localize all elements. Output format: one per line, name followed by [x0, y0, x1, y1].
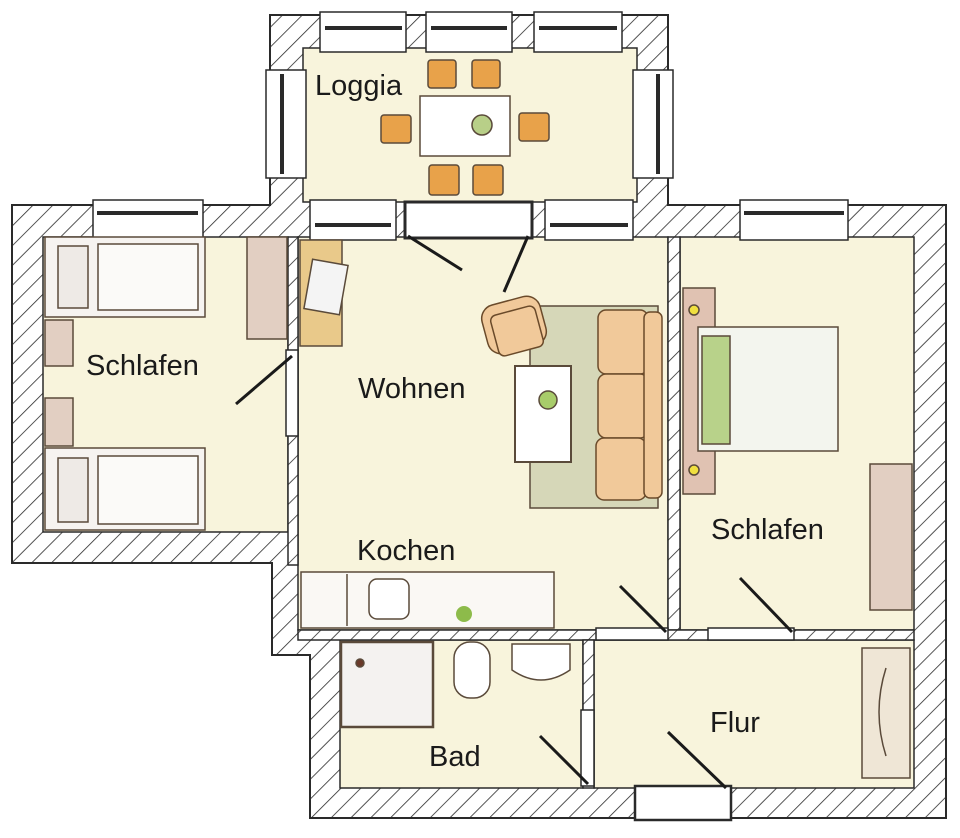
- flur-furniture: [861, 647, 911, 779]
- armchair: [480, 295, 548, 357]
- window-loggia-left: [265, 69, 307, 179]
- interior-walls: [285, 236, 915, 789]
- room-labels: Loggia Schlafen Wohnen Kochen Schlafen B…: [86, 70, 824, 773]
- label-schlafen-left: Schlafen: [86, 350, 199, 382]
- label-schlafen-right: Schlafen: [711, 514, 824, 546]
- wardrobe: [869, 463, 913, 611]
- schlafen-right-furniture: [682, 287, 913, 611]
- window-schlafen-right: [739, 199, 849, 241]
- window-loggia-top-1: [319, 11, 407, 53]
- nightstand: [44, 319, 74, 367]
- dining-table: [419, 95, 511, 157]
- label-wohnen: Wohnen: [358, 373, 466, 405]
- toilet: [453, 641, 491, 699]
- bath-fixtures: [339, 640, 571, 729]
- wardrobe: [246, 236, 288, 340]
- label-bad: Bad: [429, 741, 481, 773]
- window-schlafen-left: [92, 199, 204, 241]
- door-swings: [235, 234, 794, 790]
- nightstand: [44, 397, 74, 447]
- label-kochen: Kochen: [357, 535, 455, 567]
- loggia-dining-set: [380, 59, 550, 196]
- shower: [339, 640, 435, 729]
- windows: [92, 11, 849, 822]
- hallway-wardrobe: [861, 647, 911, 779]
- kitchen-counter: [300, 571, 555, 629]
- door-loggia: [403, 200, 534, 240]
- entry-door: [633, 784, 733, 822]
- sofa: [595, 309, 663, 501]
- schlafen-left-furniture: [44, 236, 288, 531]
- label-loggia: Loggia: [315, 70, 403, 102]
- coffee-table: [514, 365, 572, 463]
- label-flur: Flur: [710, 707, 760, 739]
- wohnen-furniture: [299, 239, 663, 509]
- washbasin: [511, 643, 571, 681]
- floor-flur: [593, 639, 915, 789]
- window-loggia-right: [632, 69, 674, 179]
- kitchen-sink: [368, 578, 410, 620]
